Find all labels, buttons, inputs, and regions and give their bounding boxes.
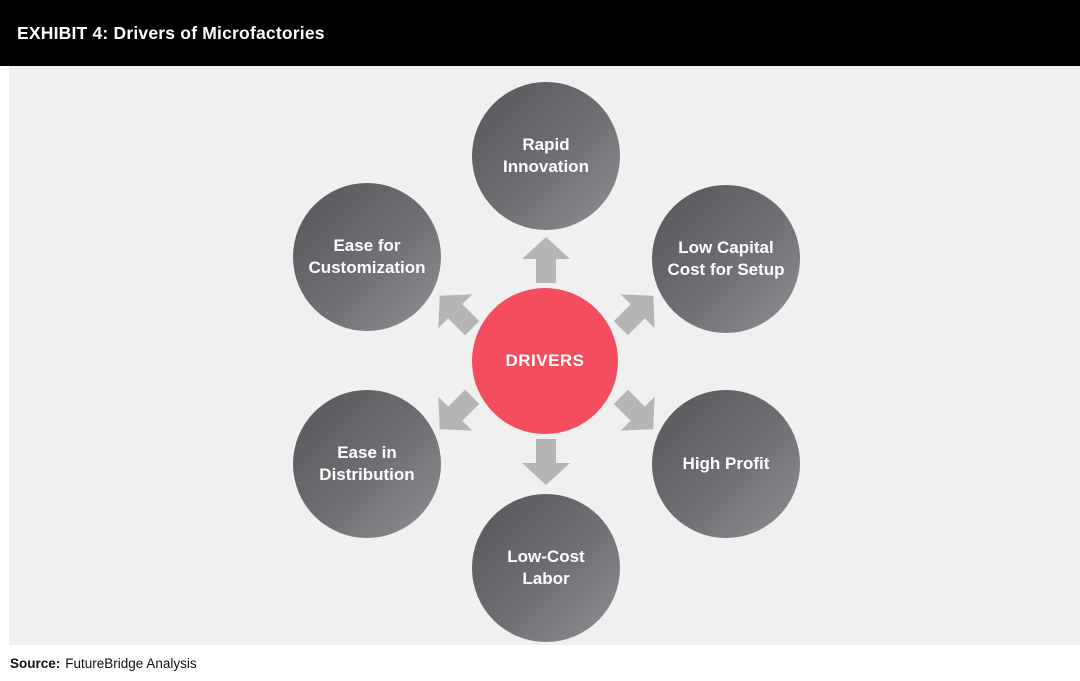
node-low-cost-labor: Low-Cost Labor (472, 494, 620, 642)
node-low-capital-cost-for-setup-label: Low Capital Cost for Setup (667, 238, 785, 279)
hub-drivers: DRIVERS (472, 288, 618, 434)
arrow-up-left-icon (438, 294, 480, 336)
node-ease-for-customization-label: Ease for Customization (308, 236, 426, 277)
arrow-down-icon (522, 439, 570, 485)
arrow-down-left-icon (438, 389, 480, 431)
hub-drivers-label: DRIVERS (505, 351, 585, 370)
diagram-panel: Rapid Innovation Low Capital Cost for Se… (9, 66, 1080, 645)
node-ease-in-distribution: Ease in Distribution (293, 390, 441, 538)
node-high-profit-label: High Profit (682, 454, 770, 473)
arrow-up-right-icon (613, 294, 655, 336)
source-note: Source: FutureBridge Analysis (0, 645, 1080, 681)
node-ease-for-customization: Ease for Customization (293, 183, 441, 331)
exhibit-title: EXHIBIT 4: Drivers of Microfactories (17, 22, 325, 43)
exhibit-header: EXHIBIT 4: Drivers of Microfactories (0, 0, 1080, 66)
node-rapid-innovation: Rapid Innovation (472, 82, 620, 230)
node-low-cost-labor-label: Low-Cost Labor (507, 547, 585, 588)
node-low-capital-cost-for-setup: Low Capital Cost for Setup (652, 185, 800, 333)
node-rapid-innovation-label: Rapid Innovation (503, 135, 589, 176)
arrow-down-right-icon (613, 389, 655, 431)
node-ease-in-distribution-label: Ease in Distribution (319, 443, 415, 484)
arrow-up-icon (522, 237, 570, 283)
node-high-profit: High Profit (652, 390, 800, 538)
source-label: Source: (10, 655, 61, 671)
source-text: FutureBridge Analysis (65, 655, 197, 671)
